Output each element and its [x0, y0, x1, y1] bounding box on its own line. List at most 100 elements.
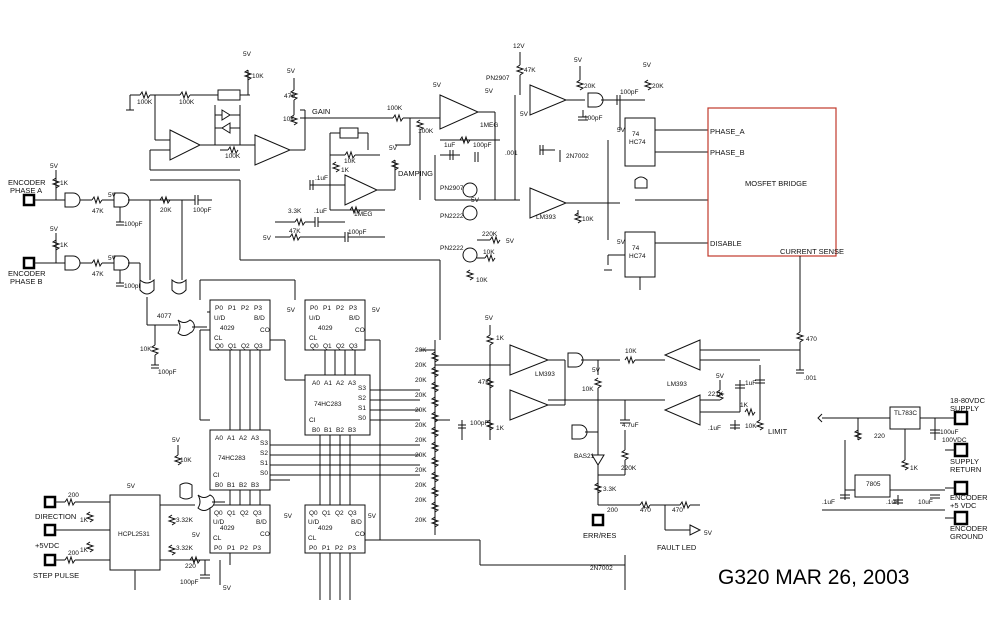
pin-label: A1: [227, 435, 235, 442]
pin-label: CL: [309, 335, 318, 342]
phase-a-label: PHASE_A: [710, 127, 745, 136]
err-res-terminal[interactable]: [591, 513, 605, 527]
cap-label: .001: [804, 375, 817, 382]
r100k-label: 100K: [387, 105, 403, 112]
pin-label: S2: [358, 395, 366, 402]
pin-label: CL: [308, 535, 317, 542]
v5-label: 5V: [617, 239, 626, 246]
v5-label: 5V: [520, 111, 529, 118]
transistor: [462, 205, 478, 221]
flip-flop-chip: [624, 231, 656, 278]
pin-label: S2: [260, 450, 268, 457]
adder-74hc283-b: 74HC283 A0 A1 A2 A3 B0 B1 B2 B3 S3 S2 S1…: [209, 429, 271, 491]
encoder-5v-label-2: +5 VDC: [950, 501, 977, 510]
v5-label: 5V: [50, 163, 59, 170]
pin-label: S3: [260, 440, 268, 447]
v5-label: 5V: [574, 57, 583, 64]
comparator: [529, 84, 568, 116]
pin-label: Q1: [227, 510, 236, 517]
damping-label[interactable]: DAMPING: [398, 169, 433, 178]
r100k-label: 100K: [418, 128, 434, 135]
step-pulse-label: STEP PULSE: [33, 571, 79, 580]
r10k-label: 10K: [625, 348, 637, 355]
pin-label: A3: [348, 380, 356, 387]
r1k-label: 1K: [910, 465, 919, 472]
r200-label: 200: [68, 492, 79, 499]
pin-label: Q3: [349, 343, 358, 350]
cap-label: 1uF: [745, 380, 756, 387]
supply-label: 18-80VDC: [950, 396, 986, 405]
pin-label: B0: [312, 427, 320, 434]
pin-label: B/D: [351, 519, 362, 526]
counter-4029-bottom-b: 4029 Q0 Q1 Q2 Q3 P0 P1 P2 P3 U/D CL B/D …: [284, 504, 377, 554]
pin-label: P1: [228, 305, 236, 312]
phase-b-label: PHASE_B: [710, 148, 745, 157]
v5-label: 5V: [108, 255, 117, 262]
cap-label: 100pF: [348, 229, 366, 236]
input-amplifier: 100K 100K 5V 10K 5V 100K: [126, 51, 306, 171]
step-pulse-terminal[interactable]: [43, 553, 57, 567]
flip-flop-chip: [624, 117, 656, 167]
pin-label: CI: [309, 417, 316, 424]
r20k-label: 20K: [415, 437, 427, 444]
pin-label: Q1: [322, 510, 331, 517]
pin-label: CO: [355, 327, 365, 334]
r10k-label: 10K: [344, 158, 356, 165]
diode: [591, 454, 605, 466]
comparator-label: LM393: [667, 381, 687, 388]
encoder-b-terminal[interactable]: [22, 256, 36, 270]
r1k-label: 1K: [341, 167, 350, 174]
transistor-label: PN2222: [440, 213, 464, 220]
xor-gate: [197, 494, 215, 511]
pin-label: Q0: [310, 343, 319, 350]
counter-4029-top-b: 4029 P0 P1 P2 P3 U/D CL Q0 Q1 Q2 Q3 B/D …: [287, 299, 381, 351]
pin-label: P1: [322, 545, 330, 552]
pin-label: A0: [215, 435, 223, 442]
r20k-label: 20K: [415, 467, 427, 474]
pin-label: B2: [239, 482, 247, 489]
cap-label: 100pF: [470, 420, 488, 427]
r20k-label: 20K: [415, 362, 427, 369]
comparator-label: LM393: [535, 371, 555, 378]
err-res-label: ERR/RES: [583, 531, 616, 540]
limit-label[interactable]: LIMIT: [768, 427, 788, 436]
nand-gate: [571, 424, 588, 440]
encoder-ground-terminal[interactable]: [953, 510, 969, 526]
mosfet-bridge: MOSFET BRIDGE PHASE_A PHASE_B DISABLE CU…: [707, 107, 844, 382]
chip-label: 4029: [220, 525, 235, 532]
v5-label: 5V: [192, 532, 201, 539]
v5-label: 5V: [485, 88, 494, 95]
pin-label: U/D: [308, 519, 320, 526]
r47k-label: 47K: [524, 67, 536, 74]
pin-label: A3: [251, 435, 259, 442]
error-amplifier: 5V 1MEG 1uF 100pF PN2907 5V PN2222 PN222…: [433, 82, 520, 284]
r332k-label: 3.32K: [176, 517, 194, 524]
v5-label: 5V: [372, 307, 381, 314]
resistor-ladder: 20K 20K 20K 20K 20K 20K 20K 20K 20K 20K …: [415, 340, 440, 535]
r1k-label: 1K: [496, 335, 505, 342]
supply-terminal[interactable]: [953, 410, 969, 426]
r470-label: 470: [284, 93, 295, 100]
encoder-a-terminal[interactable]: [22, 193, 36, 207]
pin-label: B1: [324, 427, 332, 434]
pin-label: P3: [348, 545, 356, 552]
plus5-terminal[interactable]: [43, 523, 57, 537]
counter-4029-bottom-a: 4029 Q0 Q1 Q2 Q3 P0 P1 P2 P3 U/D CL B/D …: [209, 504, 271, 592]
r3k-label: 3.3K: [603, 486, 617, 493]
mosfet-bridge-block[interactable]: [707, 107, 837, 257]
gain-label[interactable]: GAIN: [312, 107, 330, 116]
direction-terminal[interactable]: [43, 495, 57, 509]
cap-label: 100pF: [620, 89, 638, 96]
pin-label: B/D: [256, 519, 267, 526]
chip-label: HC74: [629, 139, 646, 146]
pin-label: B3: [348, 427, 356, 434]
chip-label: TL783C: [894, 410, 917, 417]
cap-label: .1uF: [708, 425, 721, 432]
supply-return-terminal[interactable]: [953, 442, 969, 458]
cap-label: 100VDC: [942, 437, 967, 444]
pin-label: P2: [241, 305, 249, 312]
pin-label: P0: [310, 305, 318, 312]
v5-label: 5V: [223, 585, 232, 592]
chip-label: 4029: [220, 325, 235, 332]
xor-label: 4077: [157, 313, 172, 320]
